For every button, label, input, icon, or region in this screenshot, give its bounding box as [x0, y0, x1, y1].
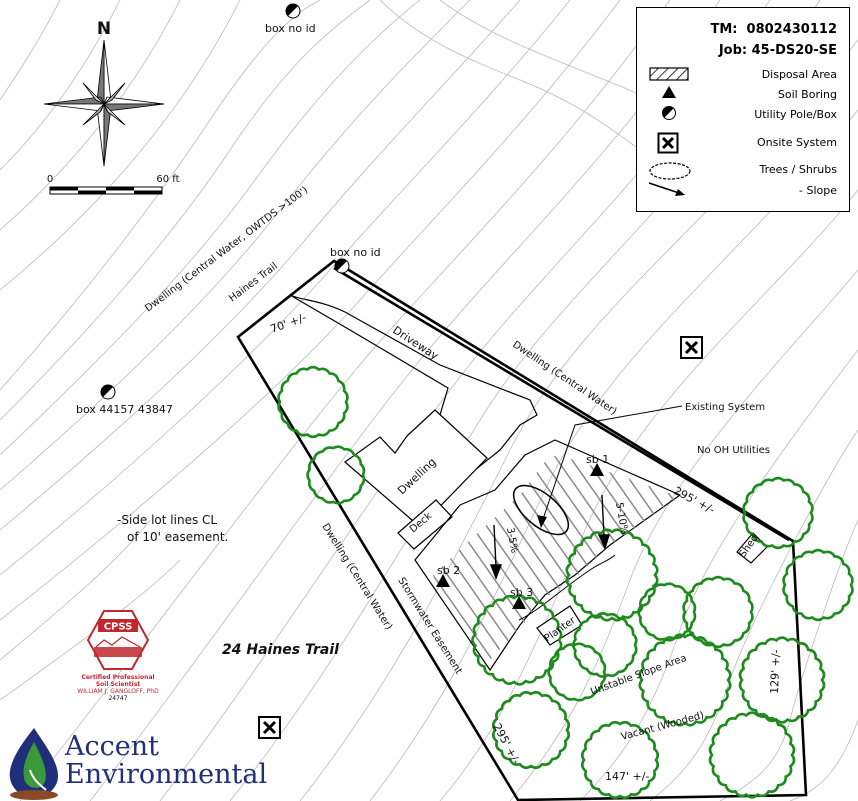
existing-system-ellipse — [512, 484, 570, 536]
box-left-label: box 44157 43847 — [76, 403, 173, 416]
deck-footprint — [397, 499, 453, 550]
box-mid-label: box no id — [330, 246, 381, 259]
scale-bar — [49, 186, 163, 195]
half-circle-icon — [662, 106, 676, 120]
arrow-icon — [648, 182, 685, 196]
scale-start: 0 — [47, 174, 53, 185]
tree-canopy — [471, 594, 563, 686]
hatched-rect-icon — [649, 67, 689, 81]
slope-arrows — [489, 494, 610, 580]
tree-canopy — [491, 690, 571, 770]
dim-147-label: 147' +/- — [605, 770, 649, 783]
tree-canopy — [277, 365, 349, 439]
scale-end: 60 ft — [156, 174, 179, 185]
triangle-icon — [662, 86, 676, 98]
tree-canopy — [547, 642, 607, 702]
north-arrow-icon — [43, 39, 165, 167]
seal-line2: Soil Scientist — [96, 681, 140, 688]
side-note-line-1: -Side lot lines CL — [117, 513, 217, 527]
accent-logo-mark — [9, 728, 59, 800]
legend-disposal-area: Disposal Area — [761, 68, 837, 81]
north-label: N — [97, 19, 111, 39]
logo-line-1: Accent — [65, 731, 159, 762]
side-note-line-2: of 10' easement. — [127, 530, 228, 544]
tree-canopy — [580, 720, 660, 800]
legend-slope: - Slope — [799, 184, 837, 197]
tree-canopy — [572, 612, 638, 678]
onsite-system-icon — [680, 336, 703, 359]
soil-boring-sb1 — [590, 463, 604, 476]
disposal-area — [433, 455, 680, 660]
scalloped-ellipse-icon — [649, 162, 691, 180]
logo-line-2: Environmental — [65, 759, 268, 790]
utility-box-top — [285, 3, 301, 19]
soil-boring-sb3 — [512, 596, 526, 609]
soil-boring-sb2 — [436, 574, 450, 587]
job-header: Job: 45-DS20-SE — [718, 43, 837, 58]
sb3-label: sb 3 — [510, 586, 533, 599]
property-line-parallel — [333, 266, 790, 542]
no-oh-utilities-label: No OH Utilities — [697, 445, 770, 456]
sb2-label: sb 2 — [437, 564, 460, 577]
dim-129-label: 129' +/- — [768, 649, 783, 694]
slope-a-label: 3-5% — [504, 527, 519, 554]
tree-canopy — [565, 528, 659, 622]
utility-box-mid — [334, 258, 350, 274]
box-top-label: box no id — [265, 22, 316, 35]
legend-box: TM: 0802430112 Job: 45-DS20-SE Disposal … — [636, 7, 850, 212]
trees-shrubs — [277, 365, 854, 800]
legend-onsite-system: Onsite System — [756, 136, 837, 149]
legend-utility-pole: Utility Pole/Box — [754, 108, 837, 121]
legend-trees-shrubs: Trees / Shrubs — [759, 163, 837, 176]
tree-canopy — [782, 548, 854, 622]
onsite-system-icon — [258, 716, 281, 739]
tree-canopy — [738, 636, 826, 724]
sb1-label: sb 1 — [586, 453, 609, 466]
lot-boundary — [236, 259, 808, 801]
existing-system-label: Existing System — [685, 402, 765, 413]
legend-soil-boring: Soil Boring — [777, 88, 837, 101]
address-label: 24 Haines Trail — [222, 642, 339, 658]
tree-canopy — [682, 575, 754, 649]
tm-header: TM: 0802430112 — [710, 22, 837, 37]
existing-system-leader — [540, 405, 683, 526]
existing-system-arrowhead — [537, 515, 547, 528]
seal-number: 24747 — [108, 695, 127, 702]
utility-box-left — [100, 384, 116, 400]
tree-canopy — [638, 633, 732, 727]
unstable-slope-line — [518, 554, 616, 621]
seal-line1: Certified Professional — [81, 674, 154, 681]
seal-abbrev: CPSS — [104, 622, 133, 633]
x-box-icon — [657, 132, 679, 154]
tree-canopy — [637, 582, 697, 642]
cpss-seal: CPSS Certified Professional Soil Scienti… — [77, 610, 159, 702]
accent-logo-text: Accent Environmental — [65, 733, 267, 789]
tree-canopy — [708, 711, 796, 799]
dwelling-footprint — [344, 409, 488, 528]
tree-canopy — [306, 445, 366, 505]
seal-name: WILLIAM J. GANGLOFF, PhD — [77, 688, 159, 695]
tree-canopy — [742, 476, 814, 550]
